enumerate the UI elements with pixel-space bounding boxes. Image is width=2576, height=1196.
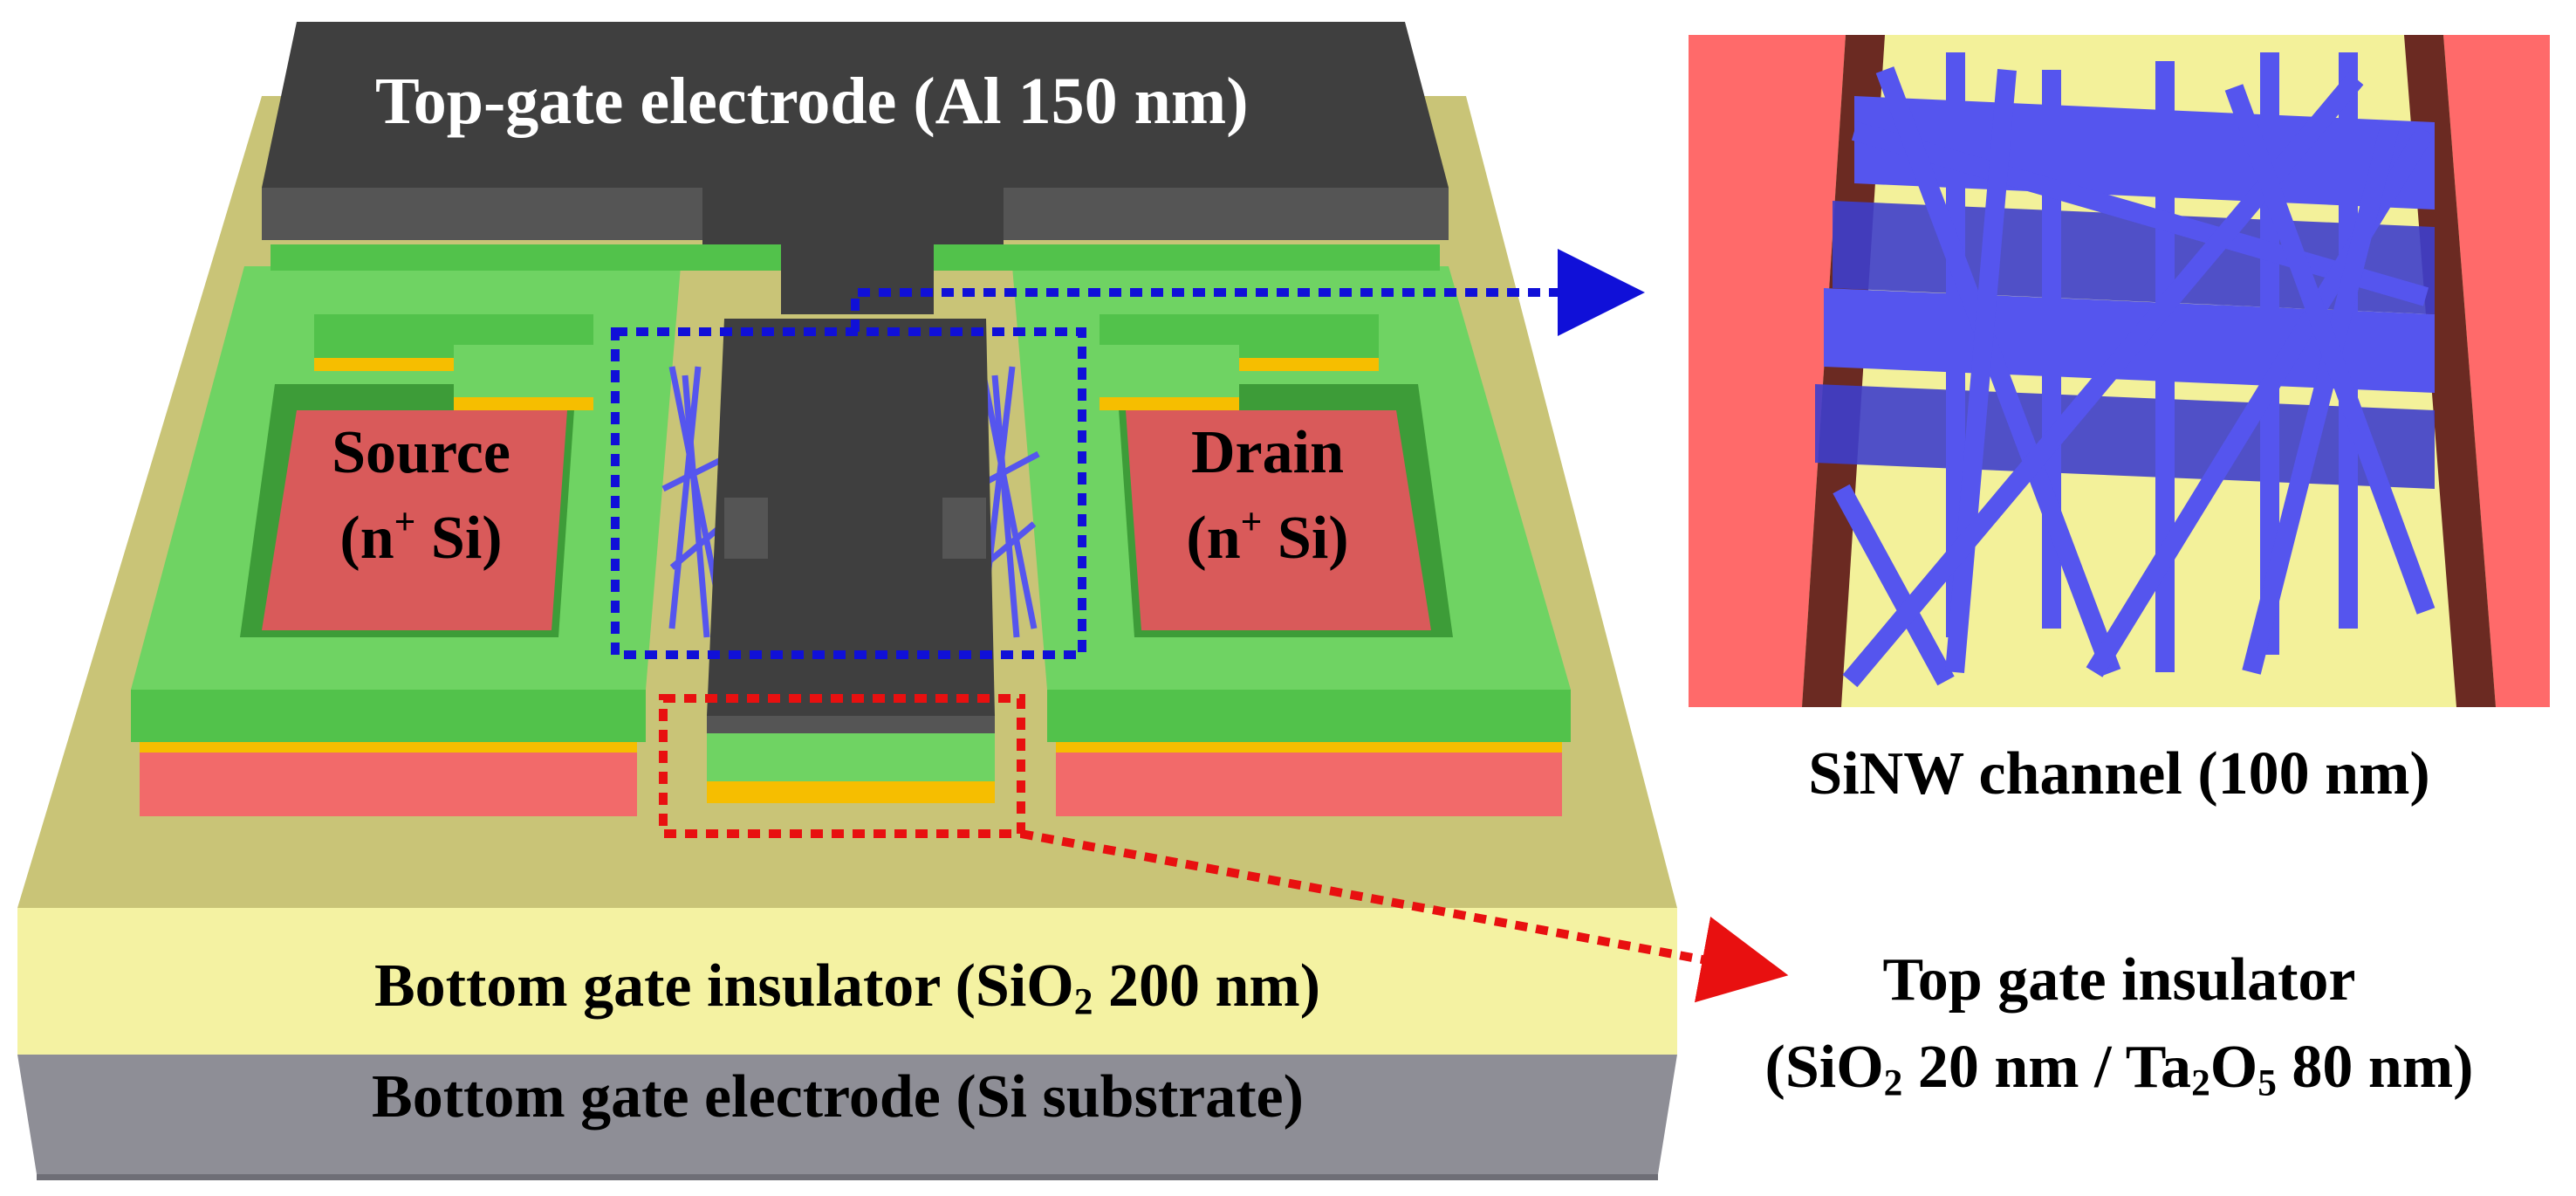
top-gate-insulator-label: Top gate insulator <box>1882 946 2356 1014</box>
drain-label: Drain <box>1191 419 1344 486</box>
inset-nanowires <box>1815 52 2436 688</box>
source-label: Source <box>332 419 510 486</box>
drain-doping-label: (n+ Si) <box>1186 501 1349 572</box>
bottom-gate-insulator-label: Bottom gate insulator (SiO2 200 nm) <box>373 952 1321 1023</box>
top-gate-insulator-stack <box>707 733 995 803</box>
sinw-channel-label: SiNW channel (100 nm) <box>1808 740 2430 808</box>
bottom-gate-electrode-layer <box>17 1055 1677 1180</box>
sinw-channel-inset <box>1689 35 2550 707</box>
bottom-gate-electrode-label: Bottom gate electrode (Si substrate) <box>372 1063 1304 1131</box>
top-gate-electrode <box>262 22 1449 733</box>
top-gate-insulator-composition-label: (SiO2 20 nm / Ta2O5 80 nm) <box>1764 1034 2474 1104</box>
drain-block <box>1012 266 1571 816</box>
source-block <box>131 266 681 816</box>
top-gate-insulator-zoom-indicator <box>659 694 1789 1003</box>
top-gate-electrode-label: Top-gate electrode (Al 150 nm) <box>375 65 1249 138</box>
source-doping-label: (n+ Si) <box>339 501 503 572</box>
main-nanowire-channel <box>661 366 1040 638</box>
sinw-zoom-indicator <box>611 249 1645 659</box>
